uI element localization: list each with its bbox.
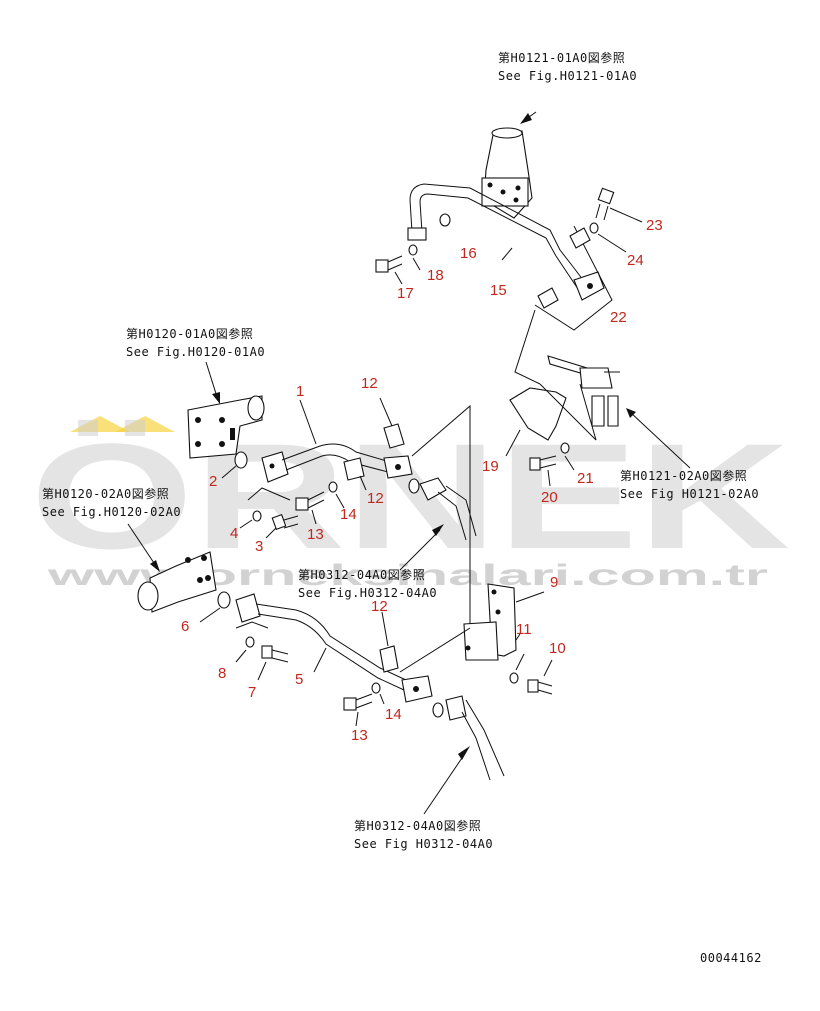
left-valve-lower bbox=[127, 523, 217, 613]
tube-5 bbox=[235, 593, 433, 703]
callout-20: 20 bbox=[541, 489, 558, 506]
tube-15 bbox=[407, 183, 605, 301]
callout-17: 17 bbox=[397, 285, 414, 302]
callout-11: 11 bbox=[516, 621, 532, 638]
ref-top-jp: 第H0121-01A0図参照 bbox=[498, 50, 625, 65]
callout-2: 2 bbox=[209, 473, 217, 490]
callout-14-a: 14 bbox=[340, 506, 357, 523]
o-ring-6 bbox=[217, 591, 231, 609]
bolt-7 bbox=[235, 636, 289, 681]
callout-1: 1 bbox=[296, 383, 304, 400]
tube-1 bbox=[261, 399, 413, 483]
ref-mid-en: See Fig.H0312-04A0 bbox=[298, 586, 437, 600]
ref-left1-en: See Fig.H0120-01A0 bbox=[126, 345, 265, 359]
drawing-number: 00044162 bbox=[700, 951, 762, 965]
callout-14-b: 14 bbox=[385, 706, 402, 723]
clamp-12c bbox=[379, 611, 399, 673]
top-valve bbox=[481, 111, 537, 219]
callout-15: 15 bbox=[490, 282, 507, 299]
ref-mid-jp: 第H0312-04A0図参照 bbox=[298, 567, 425, 582]
ref-left1-jp: 第H0120-01A0図参照 bbox=[126, 326, 253, 341]
frame-line bbox=[411, 404, 471, 628]
ref-top-en: See Fig.H0121-01A0 bbox=[498, 69, 637, 83]
bolt-3 bbox=[239, 487, 299, 539]
watermark: ÖRNEK www.orneksinalari.com.tr bbox=[30, 412, 790, 592]
bolt-13b bbox=[343, 682, 385, 727]
hose-lower bbox=[423, 695, 505, 815]
bolt-23 bbox=[589, 187, 643, 253]
callout-3: 3 bbox=[255, 538, 263, 555]
callout-23: 23 bbox=[646, 217, 663, 234]
callout-13-a: 13 bbox=[307, 526, 324, 543]
o-ring-2 bbox=[234, 451, 248, 469]
callout-12-a: 12 bbox=[361, 375, 378, 392]
callout-10: 10 bbox=[549, 640, 566, 657]
ref-right-jp: 第H0121-02A0図参照 bbox=[620, 468, 747, 483]
callout-9: 9 bbox=[550, 574, 558, 591]
ref-bottom-en: See Fig H0312-04A0 bbox=[354, 837, 493, 851]
ref-left2-en: See Fig.H0120-02A0 bbox=[42, 505, 181, 519]
bracket-19 bbox=[505, 225, 691, 487]
ref-bottom-jp: 第H0312-04A0図参照 bbox=[354, 818, 481, 833]
bolt-13a bbox=[295, 457, 367, 525]
clamp-12a bbox=[379, 397, 405, 449]
bracket-9 bbox=[399, 583, 553, 695]
watermark-brand: ÖRNEK bbox=[30, 412, 790, 580]
ref-left2-jp: 第H0120-02A0図参照 bbox=[42, 486, 169, 501]
callout-6: 6 bbox=[181, 618, 189, 635]
callout-5: 5 bbox=[295, 671, 303, 688]
callout-21: 21 bbox=[577, 470, 594, 487]
callout-4: 4 bbox=[230, 525, 238, 542]
callout-19: 19 bbox=[482, 458, 499, 475]
callout-7: 7 bbox=[248, 684, 256, 701]
callout-22: 22 bbox=[610, 309, 627, 326]
callout-8: 8 bbox=[218, 665, 226, 682]
callout-16: 16 bbox=[460, 245, 477, 262]
ref-right-en: See Fig H0121-02A0 bbox=[620, 487, 759, 501]
bolt-17 bbox=[375, 244, 421, 285]
callout-24: 24 bbox=[627, 252, 644, 269]
left-valve-upper bbox=[187, 361, 265, 459]
callout-12-b: 12 bbox=[367, 490, 384, 507]
callout-12-c: 12 bbox=[371, 598, 388, 615]
callout-18: 18 bbox=[427, 267, 444, 284]
hose-upper bbox=[399, 477, 477, 571]
callout-13-b: 13 bbox=[351, 727, 368, 744]
